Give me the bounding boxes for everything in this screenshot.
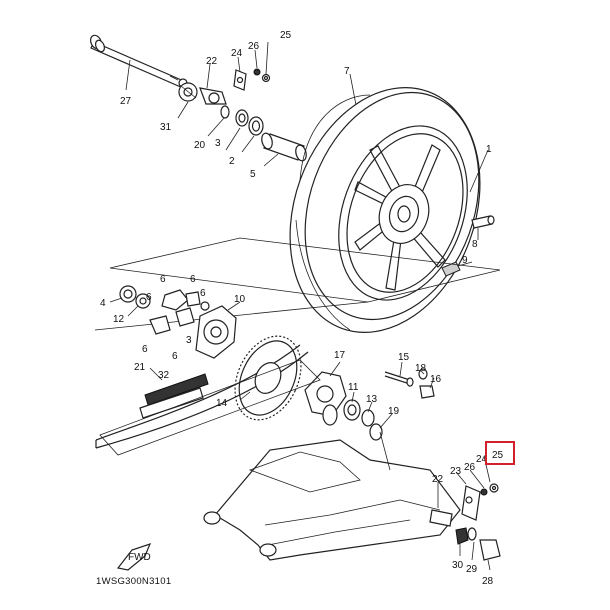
callout-28: 28 bbox=[482, 576, 494, 587]
callout-20: 20 bbox=[194, 140, 206, 151]
highlight-box bbox=[485, 441, 515, 465]
callout-26b: 26 bbox=[464, 462, 476, 473]
axle-collar-left bbox=[178, 82, 198, 102]
callout-6b: 6 bbox=[190, 274, 196, 285]
sprocket-carrier bbox=[195, 305, 237, 359]
leader-lines bbox=[109, 41, 491, 571]
callout-23: 23 bbox=[450, 466, 462, 477]
callout-3: 3 bbox=[215, 138, 221, 149]
sprocket-bearings bbox=[322, 399, 383, 441]
callout-5: 5 bbox=[250, 169, 256, 180]
sprocket-bolts bbox=[384, 368, 435, 399]
callout-13: 13 bbox=[366, 394, 378, 405]
swingarm bbox=[203, 439, 461, 561]
hub-spacers bbox=[220, 105, 264, 136]
callout-6e: 6 bbox=[142, 344, 148, 355]
hub-dampers bbox=[149, 289, 210, 335]
hub-collar bbox=[261, 132, 307, 162]
callout-10: 10 bbox=[234, 294, 246, 305]
callout-6f: 6 bbox=[172, 351, 178, 362]
wheel-spokes bbox=[354, 144, 446, 291]
callout-15: 15 bbox=[398, 352, 410, 363]
callout-2: 2 bbox=[229, 156, 235, 167]
callout-25-highlighted: 25 bbox=[492, 450, 504, 461]
callout-31: 31 bbox=[160, 122, 172, 133]
callout-6d: 6 bbox=[200, 288, 206, 299]
rear-sprocket bbox=[234, 335, 302, 421]
diagram-code: 1WSG300N3101 bbox=[96, 576, 171, 587]
callout-labels: 27 22 24 26 25 31 20 3 2 5 7 1 8 9 4 12 … bbox=[100, 30, 504, 587]
callout-8: 8 bbox=[472, 239, 478, 250]
callout-32: 32 bbox=[158, 370, 170, 381]
callout-18: 18 bbox=[415, 363, 427, 374]
callout-24: 24 bbox=[231, 48, 243, 59]
callout-21: 21 bbox=[134, 362, 146, 373]
callout-26: 26 bbox=[248, 41, 260, 52]
callout-25: 25 bbox=[280, 30, 292, 41]
rear-axle bbox=[89, 34, 188, 89]
callout-19: 19 bbox=[388, 406, 400, 417]
callout-11: 11 bbox=[348, 382, 359, 393]
callout-6c: 6 bbox=[146, 292, 152, 303]
callout-29: 29 bbox=[466, 564, 478, 575]
callout-1: 1 bbox=[486, 144, 492, 155]
rear-wheel-tire bbox=[289, 87, 481, 333]
drive-group-outline bbox=[109, 237, 501, 303]
callout-14: 14 bbox=[216, 398, 228, 409]
callout-27: 27 bbox=[120, 96, 132, 107]
chain-case-outline bbox=[99, 359, 321, 456]
callout-17: 17 bbox=[334, 350, 346, 361]
callout-3b: 3 bbox=[186, 335, 192, 346]
callout-30: 30 bbox=[452, 560, 464, 571]
callout-24b: 24 bbox=[476, 454, 488, 465]
drive-chain bbox=[95, 344, 309, 449]
fwd-label: FWD bbox=[128, 552, 151, 563]
tire-valve bbox=[471, 215, 495, 229]
chain-adjuster-bottom bbox=[429, 483, 501, 561]
bearing-left bbox=[135, 293, 151, 309]
callout-22: 22 bbox=[206, 56, 218, 67]
oil-seal-left bbox=[119, 285, 137, 303]
callout-22b: 22 bbox=[432, 474, 444, 485]
callout-6a: 6 bbox=[160, 274, 166, 285]
callout-16: 16 bbox=[430, 374, 442, 385]
callout-12: 12 bbox=[113, 314, 125, 325]
callout-7: 7 bbox=[344, 66, 350, 77]
forward-arrow-icon: FWD bbox=[116, 543, 152, 571]
callout-4: 4 bbox=[100, 298, 106, 309]
hub-flange bbox=[304, 371, 347, 417]
wheel-hub bbox=[378, 184, 430, 244]
chain-joint-links bbox=[139, 373, 209, 419]
chain-adjuster-top bbox=[199, 68, 271, 105]
callout-9: 9 bbox=[462, 255, 468, 266]
